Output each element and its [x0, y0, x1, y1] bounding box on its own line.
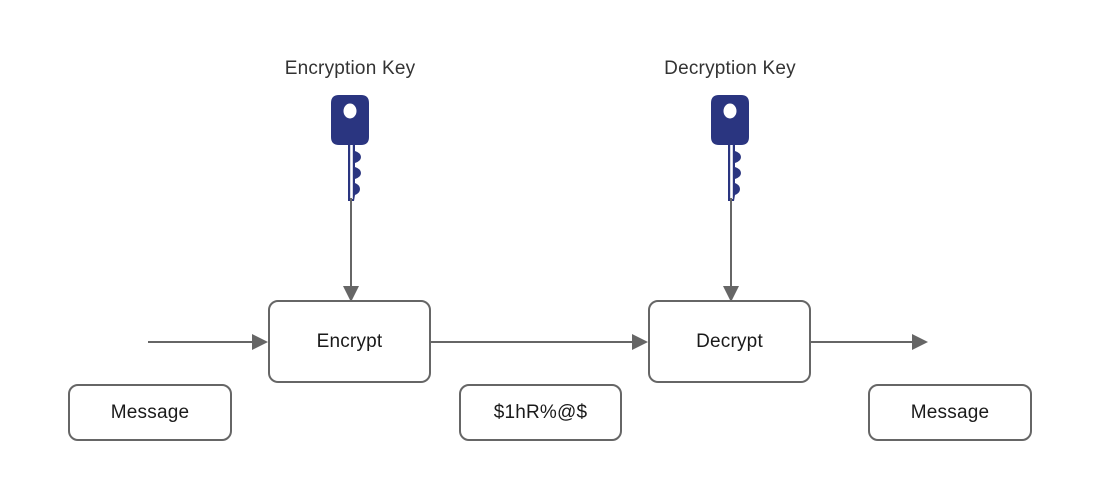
decryption-key-label: Decryption Key	[664, 58, 796, 79]
message-input-node[interactable]: Message	[68, 384, 232, 441]
encryption-key-label: Encryption Key	[284, 58, 416, 79]
arrow-decrypt-to-output	[808, 334, 928, 350]
key-icon-encryption	[331, 95, 369, 201]
arrow-input-to-encrypt	[148, 334, 268, 350]
ciphertext-node[interactable]: $1hR%@$	[459, 384, 622, 441]
arrow-decryption-key-to-decrypt	[723, 198, 739, 302]
arrow-encrypt-to-decrypt	[428, 334, 648, 350]
decrypt-node[interactable]: Decrypt	[648, 300, 811, 383]
key-icon-decryption	[711, 95, 749, 201]
encrypt-node[interactable]: Encrypt	[268, 300, 431, 383]
message-output-node[interactable]: Message	[868, 384, 1032, 441]
arrow-encryption-key-to-encrypt	[343, 198, 359, 302]
